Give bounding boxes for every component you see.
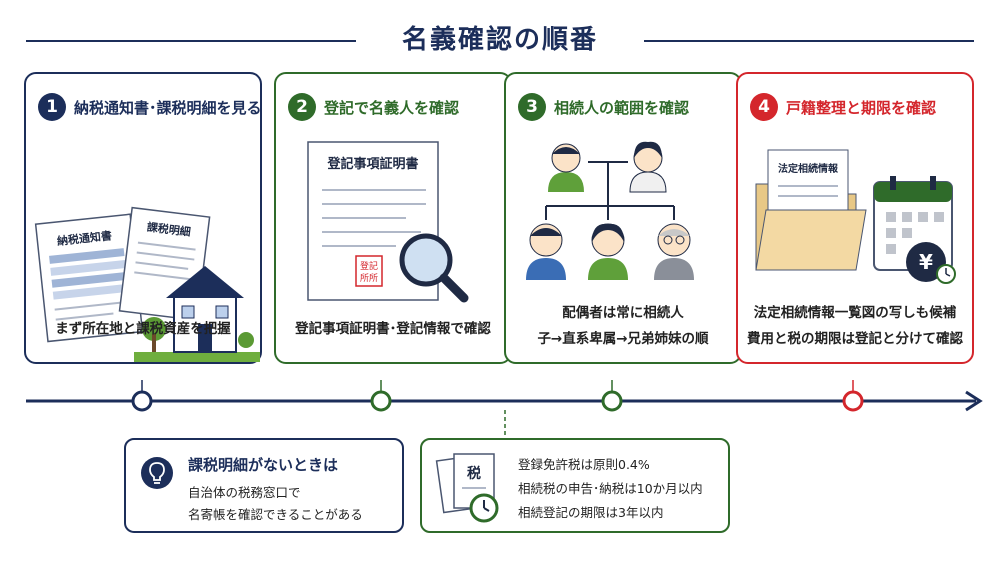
step-card-3: 3 相続人の範囲を確認 bbox=[504, 72, 742, 364]
step-card-1: 1 納税通知書･課税明細を見る 納税通知書 課税明細 bbox=[24, 72, 262, 364]
title-rule-left bbox=[26, 40, 356, 42]
step-caption-line: 子→直系卑属→兄弟姉妹の順 bbox=[537, 331, 709, 347]
timeline-arrowhead bbox=[965, 390, 983, 412]
timeline-node-1 bbox=[131, 390, 153, 412]
person-mother-icon bbox=[629, 141, 667, 193]
tip-note: 課税明細がないときは 自治体の税務窓口で 名寄帳を確認できることがある bbox=[124, 438, 404, 533]
folder-calendar-illustration: 法定相続情報 ¥ bbox=[755, 149, 956, 284]
seal-text-top: 登記 bbox=[360, 260, 378, 272]
step-caption-line: 配偶者は常に相続人 bbox=[562, 305, 684, 321]
tax-note-line: 相続登記の期限は3年以内 bbox=[518, 505, 664, 520]
tip-title: 課税明細がないときは bbox=[188, 456, 339, 474]
step-card-4: 4 戸籍整理と期限を確認 法定相続情報 ¥ bbox=[736, 72, 974, 364]
tip-line: 名寄帳を確認できることがある bbox=[188, 507, 363, 522]
step-caption-line: 法定相続情報一覧図の写しも候補 bbox=[753, 305, 957, 321]
title-row: 名義確認の順番 bbox=[0, 20, 1000, 60]
tax-note-line: 登録免許税は原則0.4% bbox=[518, 457, 650, 472]
tax-note-line: 相続税の申告･納税は10か月以内 bbox=[518, 481, 703, 496]
timeline bbox=[26, 380, 983, 440]
step-header: 2 登記で名義人を確認 bbox=[288, 92, 502, 122]
timeline-node-3 bbox=[601, 390, 623, 412]
seal-text-bottom: 所所 bbox=[360, 273, 378, 284]
step-label: 戸籍整理と期限を確認 bbox=[786, 98, 937, 117]
person-father-icon bbox=[548, 143, 584, 192]
page-title: 名義確認の順番 bbox=[401, 25, 598, 55]
step-caption-line: まず所在地と課税資産を把握 bbox=[55, 321, 231, 337]
step-header: 3 相続人の範囲を確認 bbox=[518, 92, 732, 122]
tip-line: 自治体の税務窓口で bbox=[188, 485, 301, 500]
yen-symbol: ¥ bbox=[919, 250, 933, 274]
step-number-badge: 4 bbox=[750, 93, 778, 121]
family-tree-lines bbox=[545, 161, 675, 220]
step-caption-line: 登記事項証明書･登記情報で確認 bbox=[295, 321, 491, 337]
lightbulb-icon bbox=[141, 457, 173, 489]
tax-notice-document-icon: 納税通知書 bbox=[34, 213, 144, 343]
yen-coin-clock-icon: ¥ bbox=[906, 242, 956, 284]
title-rule-right bbox=[644, 40, 974, 42]
folder-icon: 法定相続情報 bbox=[755, 149, 867, 271]
step-label: 相続人の範囲を確認 bbox=[554, 98, 690, 117]
doc-label-tax-detail: 課税明細 bbox=[146, 220, 191, 239]
person-son-icon bbox=[526, 223, 566, 280]
step-caption-line: 費用と税の期限は登記と分けて確認 bbox=[747, 331, 963, 347]
magnifier-icon bbox=[399, 233, 469, 303]
step-number-badge: 1 bbox=[38, 93, 66, 121]
person-elder-icon bbox=[654, 223, 694, 280]
person-daughter-icon bbox=[588, 223, 628, 280]
tax-documents-icon: 税 bbox=[435, 453, 499, 523]
step-label: 納税通知書･課税明細を見る bbox=[74, 98, 262, 117]
tax-notice-house-illustration: 納税通知書 課税明細 bbox=[34, 206, 260, 362]
doc-label-statutory-info: 法定相続情報 bbox=[778, 162, 839, 175]
seal-stamp-icon bbox=[355, 255, 383, 287]
step-label: 登記で名義人を確認 bbox=[324, 98, 460, 117]
step-number-badge: 2 bbox=[288, 93, 316, 121]
step-header: 4 戸籍整理と期限を確認 bbox=[750, 92, 964, 122]
doc-label-certificate: 登記事項証明書 bbox=[326, 156, 418, 172]
tax-doc-label: 税 bbox=[467, 465, 481, 482]
timeline-node-4 bbox=[842, 390, 864, 412]
step-number-badge: 3 bbox=[518, 93, 546, 121]
doc-label-tax-notice: 納税通知書 bbox=[56, 228, 112, 248]
step-header: 1 納税通知書･課税明細を見る bbox=[38, 92, 262, 122]
step-card-2: 2 登記で名義人を確認 登記事項証明書 登記 所所 登記事項証明書･登記情報で確… bbox=[274, 72, 512, 364]
timeline-node-2 bbox=[370, 390, 392, 412]
tax-note: 税 登録免許税は原則0.4% 相続税の申告･納税は10か月以内 相続登記の期限は… bbox=[420, 438, 730, 533]
family-tree-illustration bbox=[526, 141, 694, 280]
house-icon bbox=[134, 266, 260, 362]
registration-certificate-illustration: 登記事項証明書 登記 所所 bbox=[307, 141, 469, 303]
